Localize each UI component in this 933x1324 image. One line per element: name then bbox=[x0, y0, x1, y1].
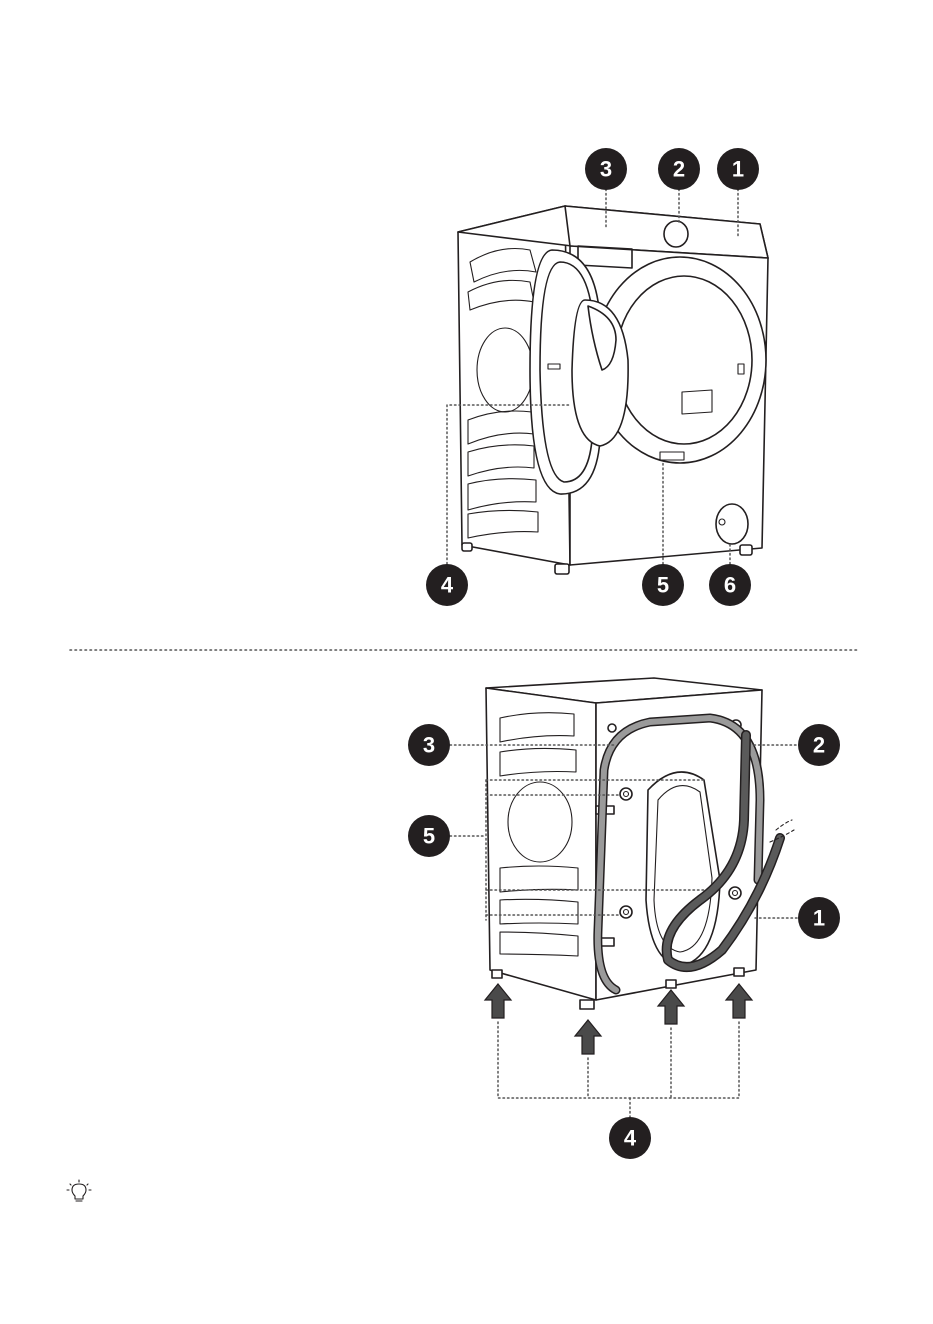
rear-foot-3 bbox=[666, 980, 676, 988]
front-callout-5: 5 bbox=[642, 564, 684, 606]
front-view-washing-machine: 1 2 3 4 5 6 bbox=[426, 148, 768, 606]
svg-text:2: 2 bbox=[673, 157, 685, 182]
svg-text:5: 5 bbox=[423, 824, 435, 849]
svg-text:1: 1 bbox=[732, 157, 744, 182]
svg-text:3: 3 bbox=[423, 733, 435, 758]
svg-text:6: 6 bbox=[724, 573, 736, 598]
svg-text:5: 5 bbox=[657, 573, 669, 598]
svg-text:3: 3 bbox=[600, 157, 612, 182]
svg-text:1: 1 bbox=[813, 906, 825, 931]
front-callout-2: 2 bbox=[658, 148, 700, 190]
rear-foot-4 bbox=[734, 968, 744, 976]
back-callout-5: 5 bbox=[408, 815, 450, 857]
front-callout-3: 3 bbox=[585, 148, 627, 190]
svg-text:4: 4 bbox=[624, 1126, 637, 1151]
back-callout-1: 1 bbox=[798, 897, 840, 939]
rear-cabinet-side bbox=[486, 688, 596, 1000]
program-dial bbox=[664, 221, 688, 247]
back-callout-4: 4 bbox=[609, 1117, 651, 1159]
front-callout-4: 4 bbox=[426, 564, 468, 606]
back-callout-2: 2 bbox=[798, 724, 840, 766]
front-callout-1: 1 bbox=[717, 148, 759, 190]
front-callout-6: 6 bbox=[709, 564, 751, 606]
foot-front-left bbox=[555, 564, 569, 574]
svg-text:4: 4 bbox=[441, 573, 454, 598]
rear-foot-2 bbox=[580, 1000, 594, 1009]
rear-foot-1 bbox=[492, 970, 502, 978]
back-view-washing-machine: 3 2 5 1 4 bbox=[408, 678, 840, 1159]
filter-flap bbox=[716, 504, 748, 544]
lightbulb-icon bbox=[67, 1180, 91, 1201]
foot-front-right bbox=[740, 545, 752, 555]
foot-rear-left bbox=[462, 543, 472, 551]
svg-text:2: 2 bbox=[813, 733, 825, 758]
back-callout-3: 3 bbox=[408, 724, 450, 766]
